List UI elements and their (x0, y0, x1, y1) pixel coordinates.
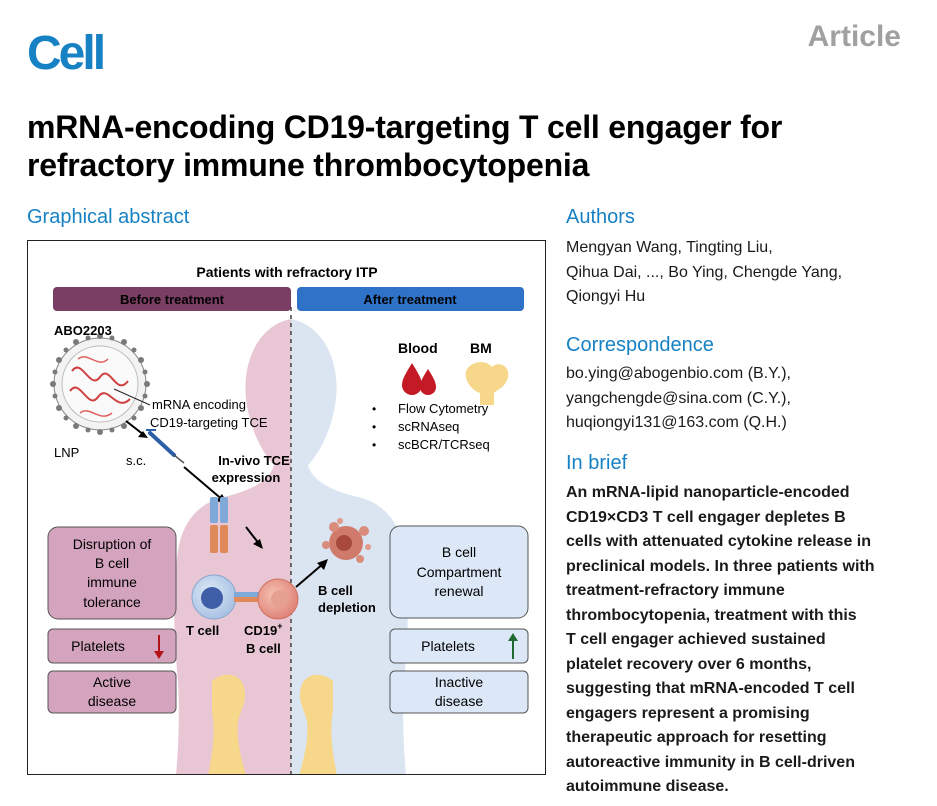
method-item-3: scBCR/TCRseq (398, 437, 490, 452)
disruption-line1: Disruption of (73, 536, 152, 552)
in-brief-line: T cell engager achieved sustained (566, 631, 826, 648)
platelets-down-arrow-head (154, 651, 164, 659)
expression-arrow-line (183, 466, 225, 502)
platelets-before-label: Platelets (71, 638, 125, 654)
invivo-label-line1: In-vivo TCE (218, 453, 290, 468)
in-brief-line: autoimmune disease. (566, 778, 729, 795)
depleted-b-cell-icon (322, 518, 371, 563)
graphical-abstract-heading: Graphical abstract (27, 206, 190, 228)
method-item-2: scRNAseq (398, 419, 459, 434)
tce-bridge-blue (234, 592, 268, 597)
bm-label: BM (470, 340, 492, 356)
t-cell-nucleus (201, 587, 223, 609)
in-brief-line: preclinical models. In three patients wi… (566, 557, 875, 575)
renewal-box (389, 525, 529, 619)
in-brief-line: thrombocytopenia, treatment with this (566, 606, 857, 624)
depletion-label-line1: B cell (318, 583, 353, 598)
sc-label: s.c. (126, 453, 146, 468)
b-cell-nucleus (271, 590, 289, 608)
method-bullet-3: • (372, 438, 376, 452)
in-brief-line: therapeutic approach for resetting (566, 729, 827, 746)
syringe-icon (146, 429, 185, 464)
correspondence-list: bo.ying@abogenbio.com (B.Y.), yangchengd… (566, 362, 926, 436)
disruption-line4: tolerance (83, 594, 141, 610)
invivo-label-line2: expression (212, 470, 281, 485)
before-treatment-banner (53, 287, 291, 311)
in-brief-line: CD19×CD3 T cell engager depletes B (566, 508, 846, 526)
email-link[interactable]: bo.ying@abogenbio.com (B.Y.), (566, 365, 791, 382)
before-treatment-label: Before treatment (120, 292, 225, 307)
inactive-disease-line2: disease (435, 693, 483, 709)
b-cell-label: B cell (246, 641, 281, 656)
inactive-disease-box (389, 670, 529, 714)
authors-heading: Authors (566, 206, 635, 228)
mrna-pointer-line (113, 388, 151, 406)
t-cell-label: T cell (186, 623, 219, 638)
depletion-arrow-head (317, 559, 328, 570)
mrna-label-line1: mRNA encoding (152, 397, 246, 412)
disruption-line3: immune (87, 574, 137, 590)
active-disease-line2: disease (88, 693, 136, 709)
bone-marrow-shape-before (208, 674, 246, 774)
injection-arrow-line (125, 420, 145, 436)
method-bullet-2: • (372, 420, 376, 434)
article-type-label: Article (807, 20, 901, 53)
method-bullet-1: • (372, 402, 376, 416)
injection-arrow-head (138, 431, 148, 438)
renewal-line2: Compartment (417, 564, 502, 580)
tce-bridge-orange (234, 597, 268, 602)
blood-drops-icon (402, 363, 436, 395)
figure-title: Patients with refractory ITP (196, 264, 377, 280)
mrna-label-line2: CD19-targeting TCE (150, 415, 268, 430)
email-link[interactable]: yangchengde@sina.com (C.Y.), (566, 389, 791, 407)
lnp-label: LNP (54, 445, 79, 460)
disruption-line2: B cell (95, 555, 129, 571)
platelets-before-box (47, 628, 177, 664)
in-brief-line: engagers represent a promising (566, 704, 810, 722)
in-brief-line: treatment-refractory immune (566, 582, 785, 599)
platelets-up-arrow-head (508, 633, 518, 641)
in-brief-line: autoreactive immunity in B cell-driven (566, 753, 855, 771)
graphical-abstract-svg: Patients with refractory ITP Before trea… (47, 264, 529, 774)
in-brief-line: cells with attenuated cytokine release i… (566, 533, 871, 550)
depletion-label-line2: depletion (318, 600, 376, 615)
in-brief-heading: In brief (566, 452, 628, 474)
authors-line: Mengyan Wang, Tingting Liu, (566, 239, 773, 256)
journal-logo: Cell (27, 27, 106, 80)
platelets-after-label: Platelets (421, 638, 475, 654)
after-treatment-label: After treatment (363, 292, 457, 307)
blood-label: Blood (398, 340, 438, 356)
tce-molecule-icon (210, 497, 228, 553)
in-brief-line: An mRNA-lipid nanoparticle-encoded (566, 484, 850, 501)
inactive-disease-line1: Inactive (435, 674, 483, 690)
in-brief-line: platelet recovery over 6 months, (566, 655, 812, 673)
body-silhouette-before (174, 319, 291, 774)
article-title: mRNA-encoding CD19-targeting T cell enga… (27, 109, 783, 183)
lnp-particle (50, 333, 150, 435)
method-item-1: Flow Cytometry (398, 401, 489, 416)
depletion-arrow-line (295, 562, 325, 588)
renewal-line1: B cell (442, 544, 476, 560)
after-treatment-banner (297, 287, 524, 311)
correspondence-heading: Correspondence (566, 334, 714, 356)
authors-line: Qiongyi Hu (566, 288, 646, 305)
active-disease-line1: Active (93, 674, 131, 690)
authors-list: Mengyan Wang, Tingting Liu, Qihua Dai, .… (566, 236, 926, 310)
cd19-label: CD19+ (244, 621, 283, 638)
binding-arrow-head (253, 539, 263, 549)
active-disease-box (47, 670, 177, 714)
bone-marrow-icon (465, 362, 509, 405)
renewal-line3: renewal (434, 583, 483, 599)
platelets-after-box (389, 628, 529, 664)
graphical-abstract-figure: Patients with refractory ITP Before trea… (27, 240, 546, 775)
authors-line: Qihua Dai, ..., Bo Ying, Chengde Yang, (566, 263, 843, 281)
disruption-box (47, 526, 177, 620)
bone-marrow-shape-after (299, 674, 337, 774)
in-brief-line: suggesting that mRNA-encoded T cell (566, 680, 855, 697)
email-link[interactable]: huqiongyi131@163.com (Q.H.) (566, 414, 787, 431)
in-brief-text: An mRNA-lipid nanoparticle-encoded CD19×… (566, 481, 926, 800)
drug-name-label: ABO2203 (54, 323, 112, 338)
